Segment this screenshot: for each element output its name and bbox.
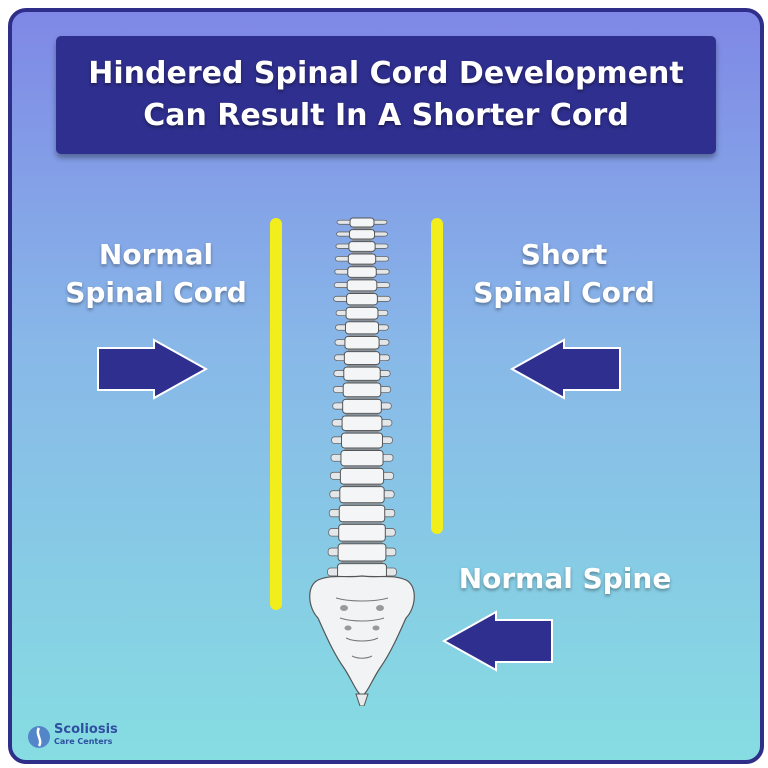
- vertebra: [328, 523, 396, 544]
- sacrum: [309, 575, 415, 697]
- title-line-1: Hindered Spinal Cord Development: [88, 56, 684, 91]
- vertebra: [333, 292, 391, 307]
- vertebra: [328, 504, 396, 524]
- logo-line-1: Scoliosis: [54, 722, 118, 737]
- vertebra: [336, 217, 388, 230]
- right-arrow-icon: [97, 338, 209, 400]
- vertebrae-column: [326, 217, 398, 604]
- short-cord-line-1: Short: [520, 238, 608, 271]
- vertebra: [336, 229, 388, 241]
- short-spinal-cord-line: [431, 218, 443, 534]
- vertebra: [335, 241, 389, 254]
- normal-cord-line-2: Spinal Cord: [65, 276, 247, 309]
- vertebra: [332, 398, 392, 416]
- vertebra: [334, 253, 390, 267]
- spine-logo-icon: [28, 726, 50, 748]
- normal-spine-text: Normal Spine: [458, 562, 672, 595]
- vertebra: [329, 486, 395, 505]
- normal-spinal-cord-line: [270, 218, 282, 610]
- scoliosis-care-centers-logo: Scoliosis Care Centers: [26, 722, 146, 752]
- title-text: Hindered Spinal Cord Development Can Res…: [88, 53, 684, 137]
- vertebra: [327, 543, 397, 563]
- short-spinal-cord-label: Short Spinal Cord: [464, 236, 664, 312]
- spine-pointer-arrow-icon: [441, 610, 553, 672]
- vertebra: [335, 321, 389, 336]
- diagram-frame: Hindered Spinal Cord Development Can Res…: [8, 8, 764, 764]
- normal-spinal-cord-label: Normal Spinal Cord: [56, 236, 256, 312]
- normal-cord-line-1: Normal: [98, 238, 214, 271]
- vertebra: [333, 279, 391, 293]
- vertebra: [329, 467, 395, 487]
- normal-spine-label: Normal Spine: [450, 560, 680, 598]
- left-arrow-icon: [509, 338, 621, 400]
- short-cord-line-2: Spinal Cord: [473, 276, 655, 309]
- logo-line-2: Care Centers: [54, 737, 113, 746]
- vertebra: [333, 366, 391, 383]
- title-banner: Hindered Spinal Cord Development Can Res…: [56, 36, 716, 154]
- vertebra: [334, 266, 390, 280]
- vertebra: [331, 415, 393, 433]
- vertebra: [335, 306, 389, 322]
- coccyx: [355, 693, 369, 706]
- vertebra: [334, 335, 390, 352]
- vertebra: [331, 432, 393, 450]
- vertebra: [332, 382, 392, 399]
- vertebra: [330, 450, 394, 468]
- vertebra: [333, 351, 391, 367]
- title-line-2: Can Result In A Shorter Cord: [143, 98, 629, 133]
- spine-illustration: [309, 217, 415, 706]
